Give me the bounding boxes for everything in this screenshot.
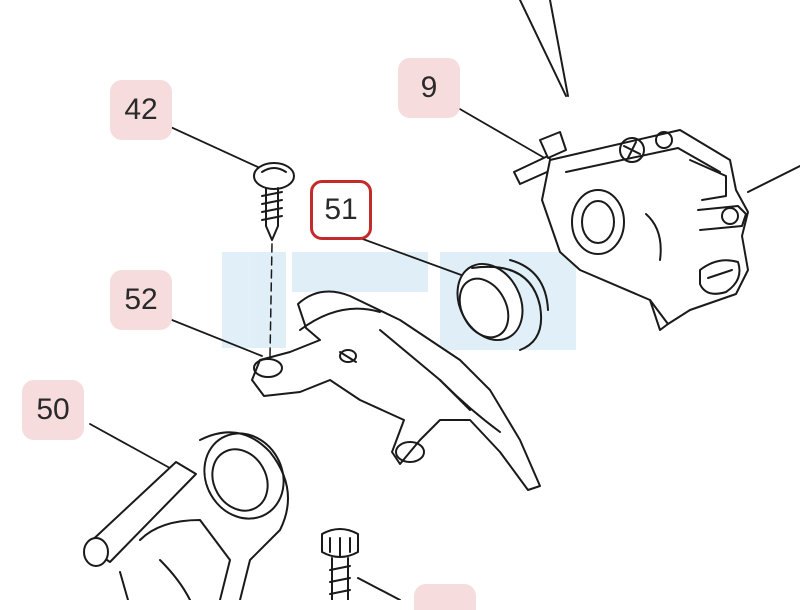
callout-52-label: 52 bbox=[124, 283, 158, 316]
callout-42-label: 42 bbox=[124, 93, 158, 126]
bolt-icon bbox=[321, 528, 401, 600]
leader-lines bbox=[89, 100, 549, 479]
fuel-line-icon bbox=[519, 0, 569, 97]
callout-42: 42 bbox=[110, 80, 172, 140]
intake-manifold-icon bbox=[83, 431, 289, 600]
callout-9-label: 9 bbox=[420, 71, 438, 104]
screw-icon bbox=[253, 162, 295, 357]
callout-9: 9 bbox=[398, 58, 460, 118]
intake-bracket-icon bbox=[251, 290, 541, 491]
callout-51: 51 bbox=[310, 180, 372, 240]
carburetor-icon bbox=[513, 129, 800, 331]
callout-partial bbox=[414, 584, 476, 610]
callout-50-label: 50 bbox=[36, 393, 70, 426]
callout-51-label: 51 bbox=[324, 193, 358, 226]
callout-52: 52 bbox=[110, 270, 172, 330]
callout-50: 50 bbox=[22, 380, 84, 440]
gasket-ring-icon bbox=[456, 259, 549, 351]
